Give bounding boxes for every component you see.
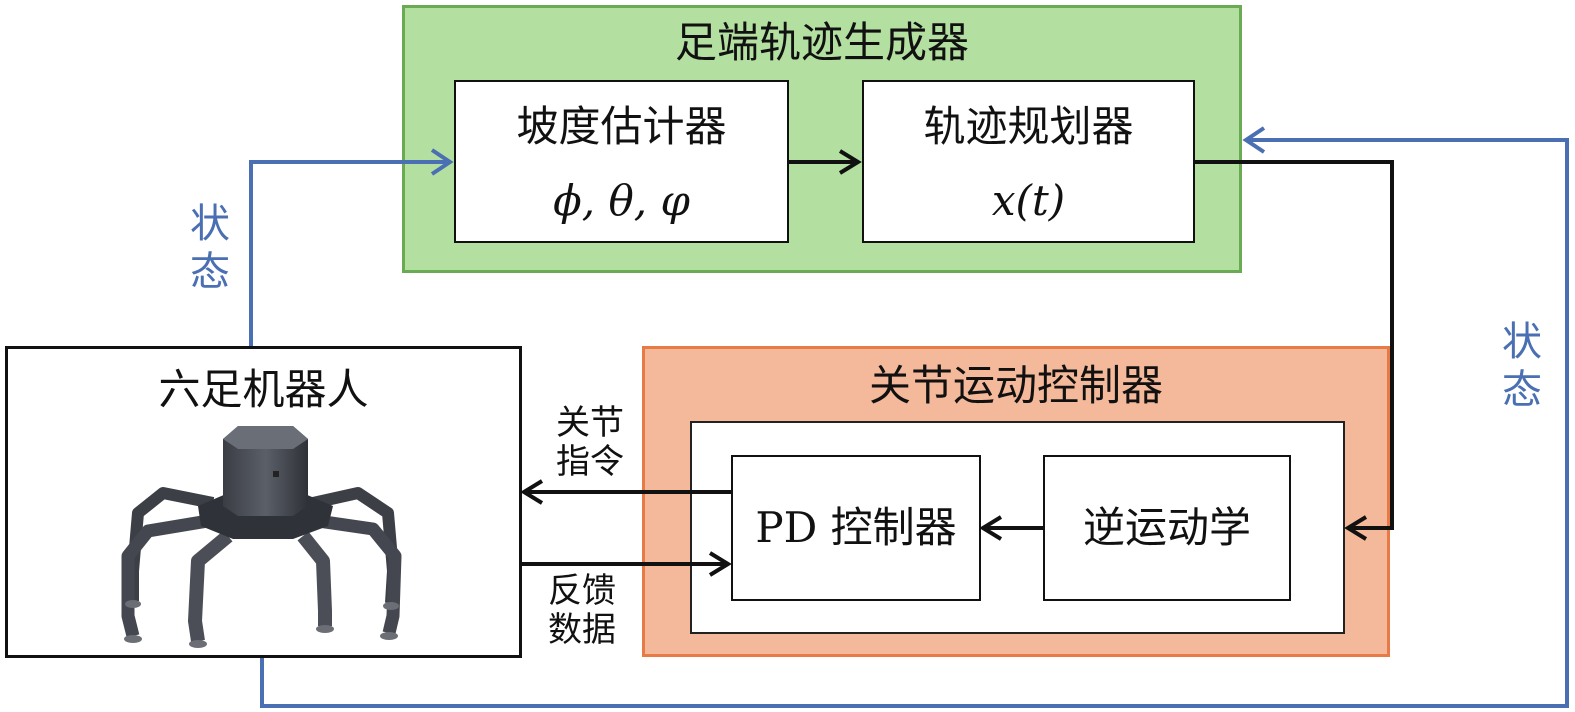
joint-motion-controller-title: 关节运动控制器 — [868, 361, 1163, 410]
planner-to-ik-arrow-head — [1344, 515, 1368, 541]
state-label-left-line1: 状 — [190, 201, 230, 247]
state-label-right: 状 态 — [1492, 318, 1552, 414]
pd-controller-label: PD 控制器 — [755, 503, 957, 552]
feedback-arrow-head — [708, 551, 732, 577]
ik-to-pd-arrow-head — [979, 515, 1003, 541]
hexapod-robot-title: 六足机器人 — [158, 365, 369, 414]
state-label-left: 状 态 — [180, 200, 240, 296]
trajectory-planner-formula: x(t) — [991, 176, 1066, 225]
state-arrow-right — [260, 138, 1569, 708]
hexapod-robot-image — [121, 426, 402, 648]
inverse-kinematics-label: 逆运动学 — [1082, 503, 1251, 552]
planner-to-ik-arrow — [1195, 160, 1394, 530]
feedback-data-label: 反馈 数据 — [532, 571, 632, 651]
joint-command-label-line2: 指令 — [556, 442, 624, 483]
state-label-right-line2: 态 — [1502, 367, 1542, 413]
joint-command-label: 关节 指令 — [540, 403, 640, 483]
state-arrow-left-head — [430, 148, 454, 176]
feedback-data-label-line2: 数据 — [548, 610, 616, 651]
slope-estimator-label: 坡度估计器 — [516, 102, 727, 151]
foot-trajectory-generator-title: 足端轨迹生成器 — [674, 18, 969, 67]
state-arrow-right-head — [1242, 126, 1266, 154]
estimator-to-planner-arrow-head — [838, 149, 862, 175]
pd-controller-block: PD 控制器 — [731, 455, 981, 601]
state-label-left-line2: 态 — [190, 249, 230, 295]
hexapod-robot-panel: 六足机器人 — [5, 346, 522, 658]
trajectory-planner-label: 轨迹规划器 — [923, 102, 1134, 151]
state-arrow-left — [249, 160, 448, 346]
slope-estimator-formula: ϕ, θ, φ — [553, 176, 690, 225]
feedback-data-label-line1: 反馈 — [548, 571, 616, 611]
inverse-kinematics-block: 逆运动学 — [1043, 455, 1291, 601]
joint-command-arrow-head — [520, 479, 544, 505]
state-label-right-line1: 状 — [1502, 319, 1542, 365]
trajectory-planner-block: 轨迹规划器 x(t) — [862, 80, 1195, 243]
slope-estimator-block: 坡度估计器 ϕ, θ, φ — [454, 80, 789, 243]
joint-command-label-line1: 关节 — [556, 403, 624, 443]
